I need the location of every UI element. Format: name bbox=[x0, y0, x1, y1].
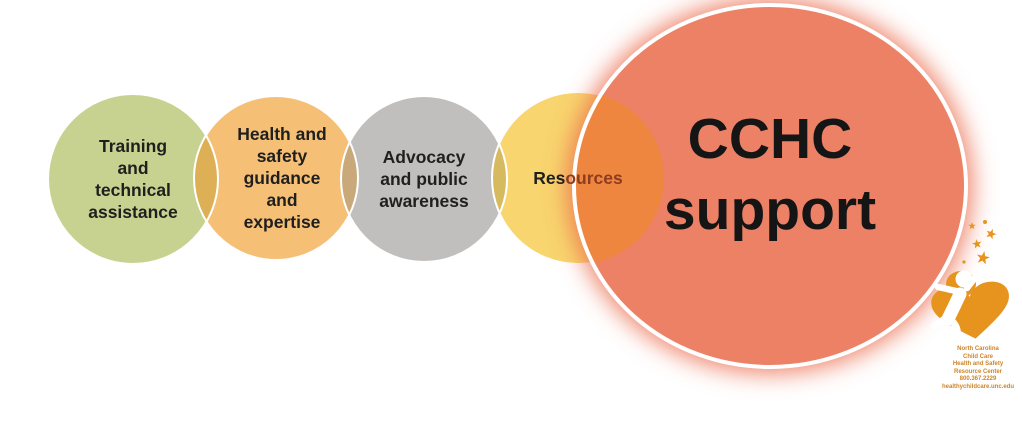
circle-health bbox=[194, 96, 358, 260]
logo-child-icon bbox=[930, 267, 984, 340]
overlap-resources-cchc bbox=[574, 92, 664, 264]
logo-stars-icon bbox=[962, 220, 998, 265]
circle-cchc-outline bbox=[572, 3, 968, 369]
circle-cchc bbox=[574, 5, 966, 367]
circle-training bbox=[48, 94, 218, 264]
circle-advocacy bbox=[341, 96, 507, 262]
